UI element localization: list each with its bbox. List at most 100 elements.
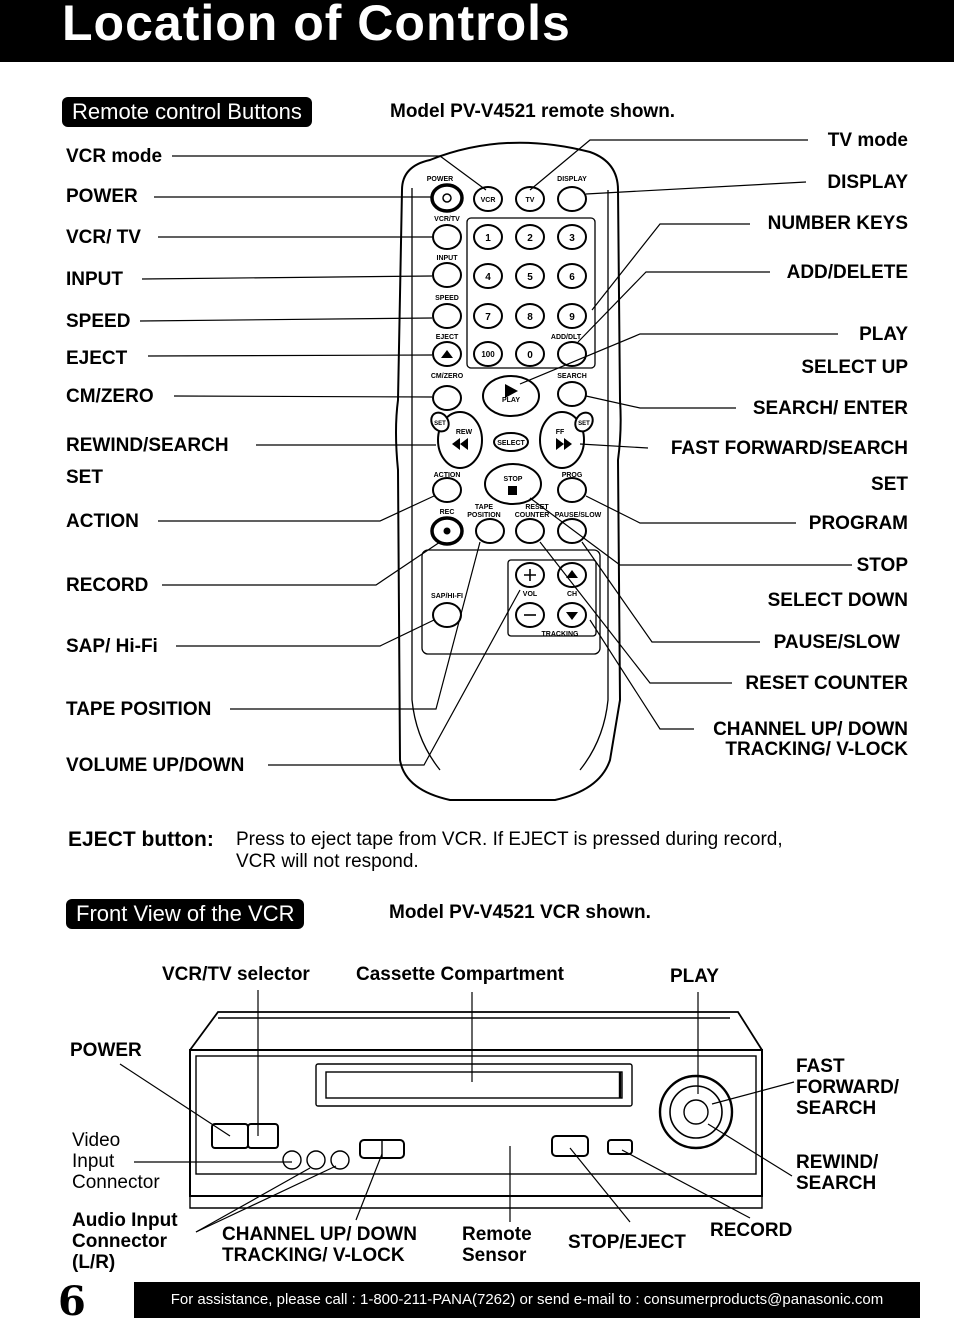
vcr-body: [189, 1011, 763, 1209]
label-set-left: SET: [66, 467, 103, 488]
label-pause-slow: PAUSE/SLOW: [773, 632, 900, 653]
record-symbol-icon: [443, 527, 451, 535]
key-3: 3: [569, 233, 575, 244]
key-label-display: DISPLAY: [557, 176, 587, 183]
label-vcr-rew-line-1: REWIND/: [796, 1152, 879, 1173]
label-number-keys: NUMBER KEYS: [767, 213, 908, 234]
key-label-ch: CH: [567, 591, 577, 598]
label-vcr-mode: VCR mode: [66, 146, 163, 167]
vol-plus-icon: [524, 569, 536, 581]
key-label-select: SELECT: [497, 440, 525, 447]
key-8: 8: [527, 312, 533, 323]
ch-down-icon: [566, 612, 578, 620]
key-9: 9: [569, 312, 575, 323]
label-sap-hifi: SAP/ Hi-Fi: [66, 636, 158, 657]
label-action: ACTION: [66, 511, 139, 532]
key-label-tracking: TRACKING: [542, 631, 579, 638]
key-label-reset: RESET: [525, 504, 549, 511]
eject-symbol-icon: [441, 350, 453, 358]
key-label-power: POWER: [427, 176, 453, 183]
page-number: 6: [58, 1278, 86, 1325]
label-vcr-record: RECORD: [710, 1220, 793, 1241]
key-label-set-left: SET: [434, 421, 446, 427]
remote-leader-lines: [139, 139, 852, 766]
label-tracking-vlock: TRACKING/ V-LOCK: [725, 739, 908, 760]
label-rewind-search: REWIND/SEARCH: [66, 435, 229, 456]
label-video-line-1: Video: [72, 1130, 121, 1151]
label-audio-line-1: Audio Input: [72, 1210, 178, 1231]
key-100: 100: [481, 350, 495, 359]
label-stop: STOP: [856, 555, 908, 576]
power-button-shape: [430, 183, 464, 213]
label-add-delete: ADD/DELETE: [786, 262, 908, 283]
ff-symbol-icon: [556, 438, 572, 450]
label-power: POWER: [66, 186, 138, 207]
label-remote-line-1: Remote: [462, 1224, 532, 1245]
eject-note-line-1: Press to eject tape from VCR. If EJECT i…: [236, 829, 783, 850]
key-label-eject: EJECT: [436, 334, 459, 341]
key-label-counter: COUNTER: [515, 512, 550, 519]
label-vcr-ch-line-1: CHANNEL UP/ DOWN: [222, 1224, 417, 1245]
label-vcr-ff-line-1: FAST: [796, 1056, 845, 1077]
key-label-position: POSITION: [467, 512, 500, 519]
key-label-tv: TV: [526, 197, 535, 204]
label-vcr-ch-line-2: TRACKING/ V-LOCK: [222, 1245, 405, 1266]
label-vcr-channel: CHANNEL UP/ DOWN TRACKING/ V-LOCK: [222, 1224, 417, 1266]
label-vcr-tv: VCR/ TV: [66, 227, 141, 248]
vcr-model-note: Model PV-V4521 VCR shown.: [389, 902, 651, 923]
ch-up-icon: [566, 570, 578, 578]
key-label-input: INPUT: [437, 255, 459, 262]
label-reset-counter: RESET COUNTER: [745, 673, 908, 694]
key-label-rec: REC: [440, 509, 455, 516]
rewind-symbol-icon: [452, 438, 468, 450]
label-vcr-ff-line-2: FORWARD/: [796, 1077, 900, 1098]
key-7: 7: [485, 312, 491, 323]
label-audio-input: Audio Input Connector (L/R): [72, 1210, 178, 1273]
label-search-enter: SEARCH/ ENTER: [752, 398, 908, 419]
label-remote-sensor: Remote Sensor: [462, 1224, 532, 1266]
key-label-tape: TAPE: [475, 504, 493, 511]
label-volume: VOLUME UP/DOWN: [66, 755, 245, 776]
label-video-line-3: Connector: [72, 1172, 160, 1193]
key-label-vol: VOL: [523, 591, 538, 598]
label-vcr-play: PLAY: [670, 966, 719, 987]
key-label-stop: STOP: [504, 476, 523, 483]
key-label-vcr: VCR: [481, 197, 496, 204]
label-select-down: SELECT DOWN: [767, 590, 908, 611]
display-button-shape: [557, 186, 587, 212]
label-video-line-2: Input: [72, 1151, 115, 1172]
label-vcrtv-selector: VCR/TV selector: [162, 964, 310, 985]
label-audio-line-2: Connector: [72, 1231, 167, 1252]
label-record: RECORD: [66, 575, 149, 596]
page-title: Location of Controls: [62, 0, 571, 51]
play-symbol-icon: [505, 384, 518, 398]
label-vcr-ff-line-3: SEARCH: [796, 1098, 877, 1119]
key-label-speed: SPEED: [435, 295, 459, 302]
key-label-ff: FF: [556, 429, 565, 436]
tv-button-shape: [515, 186, 545, 212]
label-input: INPUT: [66, 269, 123, 290]
vcr-leader-lines: [119, 990, 795, 1233]
label-vcr-rew-line-2: SEARCH: [796, 1173, 877, 1194]
key-label-play: PLAY: [502, 397, 520, 404]
label-tape-position: TAPE POSITION: [66, 699, 212, 720]
key-label-search: SEARCH: [557, 373, 587, 380]
header-bar: Location of Controls: [0, 0, 954, 62]
label-channel-up-down: CHANNEL UP/ DOWN: [713, 719, 908, 740]
key-5: 5: [527, 272, 533, 283]
key-label-vcrtv: VCR/TV: [434, 216, 460, 223]
eject-note-body: Press to eject tape from VCR. If EJECT i…: [236, 829, 876, 873]
key-label-cmzero: CM/ZERO: [431, 373, 464, 380]
key-label-set-right: SET: [578, 421, 590, 427]
label-vcr-ff: FAST FORWARD/ SEARCH: [796, 1056, 899, 1119]
key-label-adddlt: ADD/DLT: [551, 334, 582, 341]
label-stop-eject: STOP/EJECT: [568, 1232, 686, 1253]
stop-symbol-icon: [508, 486, 517, 495]
key-6: 6: [569, 272, 575, 283]
label-vcr-power: POWER: [70, 1040, 142, 1061]
label-cm-zero: CM/ZERO: [66, 386, 154, 407]
remote-section-heading: Remote control Buttons: [62, 97, 312, 127]
vcr-button-shape: [473, 186, 503, 212]
label-audio-line-3: (L/R): [72, 1252, 116, 1273]
